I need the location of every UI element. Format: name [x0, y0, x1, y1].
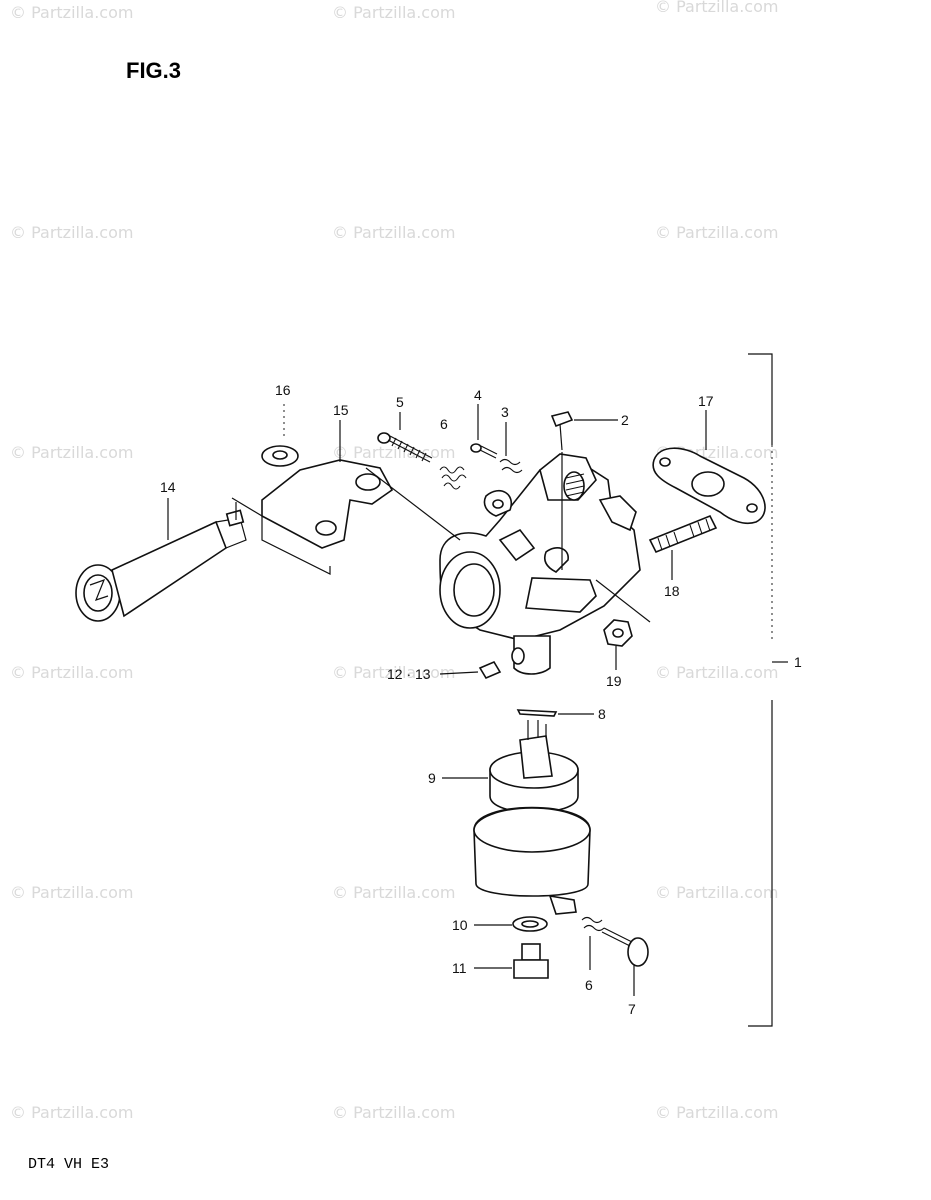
part-10-washer — [474, 916, 548, 932]
part-11-drain-plug — [474, 943, 549, 979]
watermark: © Partzilla.com — [332, 1103, 455, 1122]
part-16-washer — [261, 404, 299, 467]
callout-1: 1 — [794, 654, 802, 670]
callout-12-13: 12 · 13 — [387, 666, 431, 682]
callout-2: 2 — [621, 412, 629, 428]
watermark: © Partzilla.com — [10, 883, 133, 902]
callout-6-bottom: 6 — [585, 977, 593, 993]
watermark: © Partzilla.com — [332, 883, 455, 902]
float-bowl — [473, 806, 591, 915]
watermark: © Partzilla.com — [10, 443, 133, 462]
watermark: © Partzilla.com — [655, 0, 778, 16]
watermark: © Partzilla.com — [332, 443, 455, 462]
watermark-layer: © Partzilla.com © Partzilla.com © Partzi… — [10, 0, 778, 1122]
callout-17: 17 — [698, 393, 714, 409]
watermark: © Partzilla.com — [655, 1103, 778, 1122]
part-2-screw — [550, 411, 618, 451]
callout-4: 4 — [474, 387, 482, 403]
assembly-bracket — [748, 353, 788, 1027]
callout-19: 19 — [606, 673, 622, 689]
watermark: © Partzilla.com — [10, 1103, 133, 1122]
callout-5: 5 — [396, 394, 404, 410]
callout-3: 3 — [501, 404, 509, 420]
callout-16: 16 — [275, 382, 291, 398]
watermark: © Partzilla.com — [332, 663, 455, 682]
watermark: © Partzilla.com — [655, 883, 778, 902]
callout-11: 11 — [452, 960, 467, 976]
part-15-bracket — [231, 459, 394, 575]
callout-14: 14 — [160, 479, 176, 495]
watermark: © Partzilla.com — [10, 223, 133, 242]
part-18-stud — [648, 514, 718, 580]
part-9-float — [442, 720, 579, 814]
callout-labels: 1 2 3 4 5 6 6 7 8 9 10 11 12 · 13 14 15 … — [160, 382, 802, 1017]
callout-18: 18 — [664, 583, 680, 599]
figure-title: FIG.3 — [126, 58, 181, 83]
callout-7: 7 — [628, 1001, 636, 1017]
callout-10: 10 — [452, 917, 468, 933]
part-14-knob-shaft — [75, 509, 247, 622]
carburetor-body — [365, 452, 651, 675]
watermark: © Partzilla.com — [655, 223, 778, 242]
part-4-screw — [470, 404, 498, 459]
part-17-gasket — [652, 410, 766, 525]
part-19-nut — [603, 619, 633, 670]
watermark: © Partzilla.com — [10, 3, 133, 22]
part-6-spring-bottom — [581, 916, 605, 970]
part-7-screw — [601, 927, 649, 996]
part-5-screw — [377, 412, 433, 463]
figure-footer: DT4 VH E3 — [28, 1156, 109, 1173]
watermark: © Partzilla.com — [332, 223, 455, 242]
watermark: © Partzilla.com — [332, 3, 455, 22]
watermark: © Partzilla.com — [655, 663, 778, 682]
part-6-spring-top — [439, 466, 467, 490]
callout-6-top: 6 — [440, 416, 448, 432]
part-3-spring — [499, 422, 523, 474]
part-12-13-screw — [439, 660, 502, 680]
callout-9: 9 — [428, 770, 436, 786]
callout-8: 8 — [598, 706, 606, 722]
watermark: © Partzilla.com — [10, 663, 133, 682]
callout-15: 15 — [333, 402, 349, 418]
part-8-pin — [516, 709, 594, 717]
